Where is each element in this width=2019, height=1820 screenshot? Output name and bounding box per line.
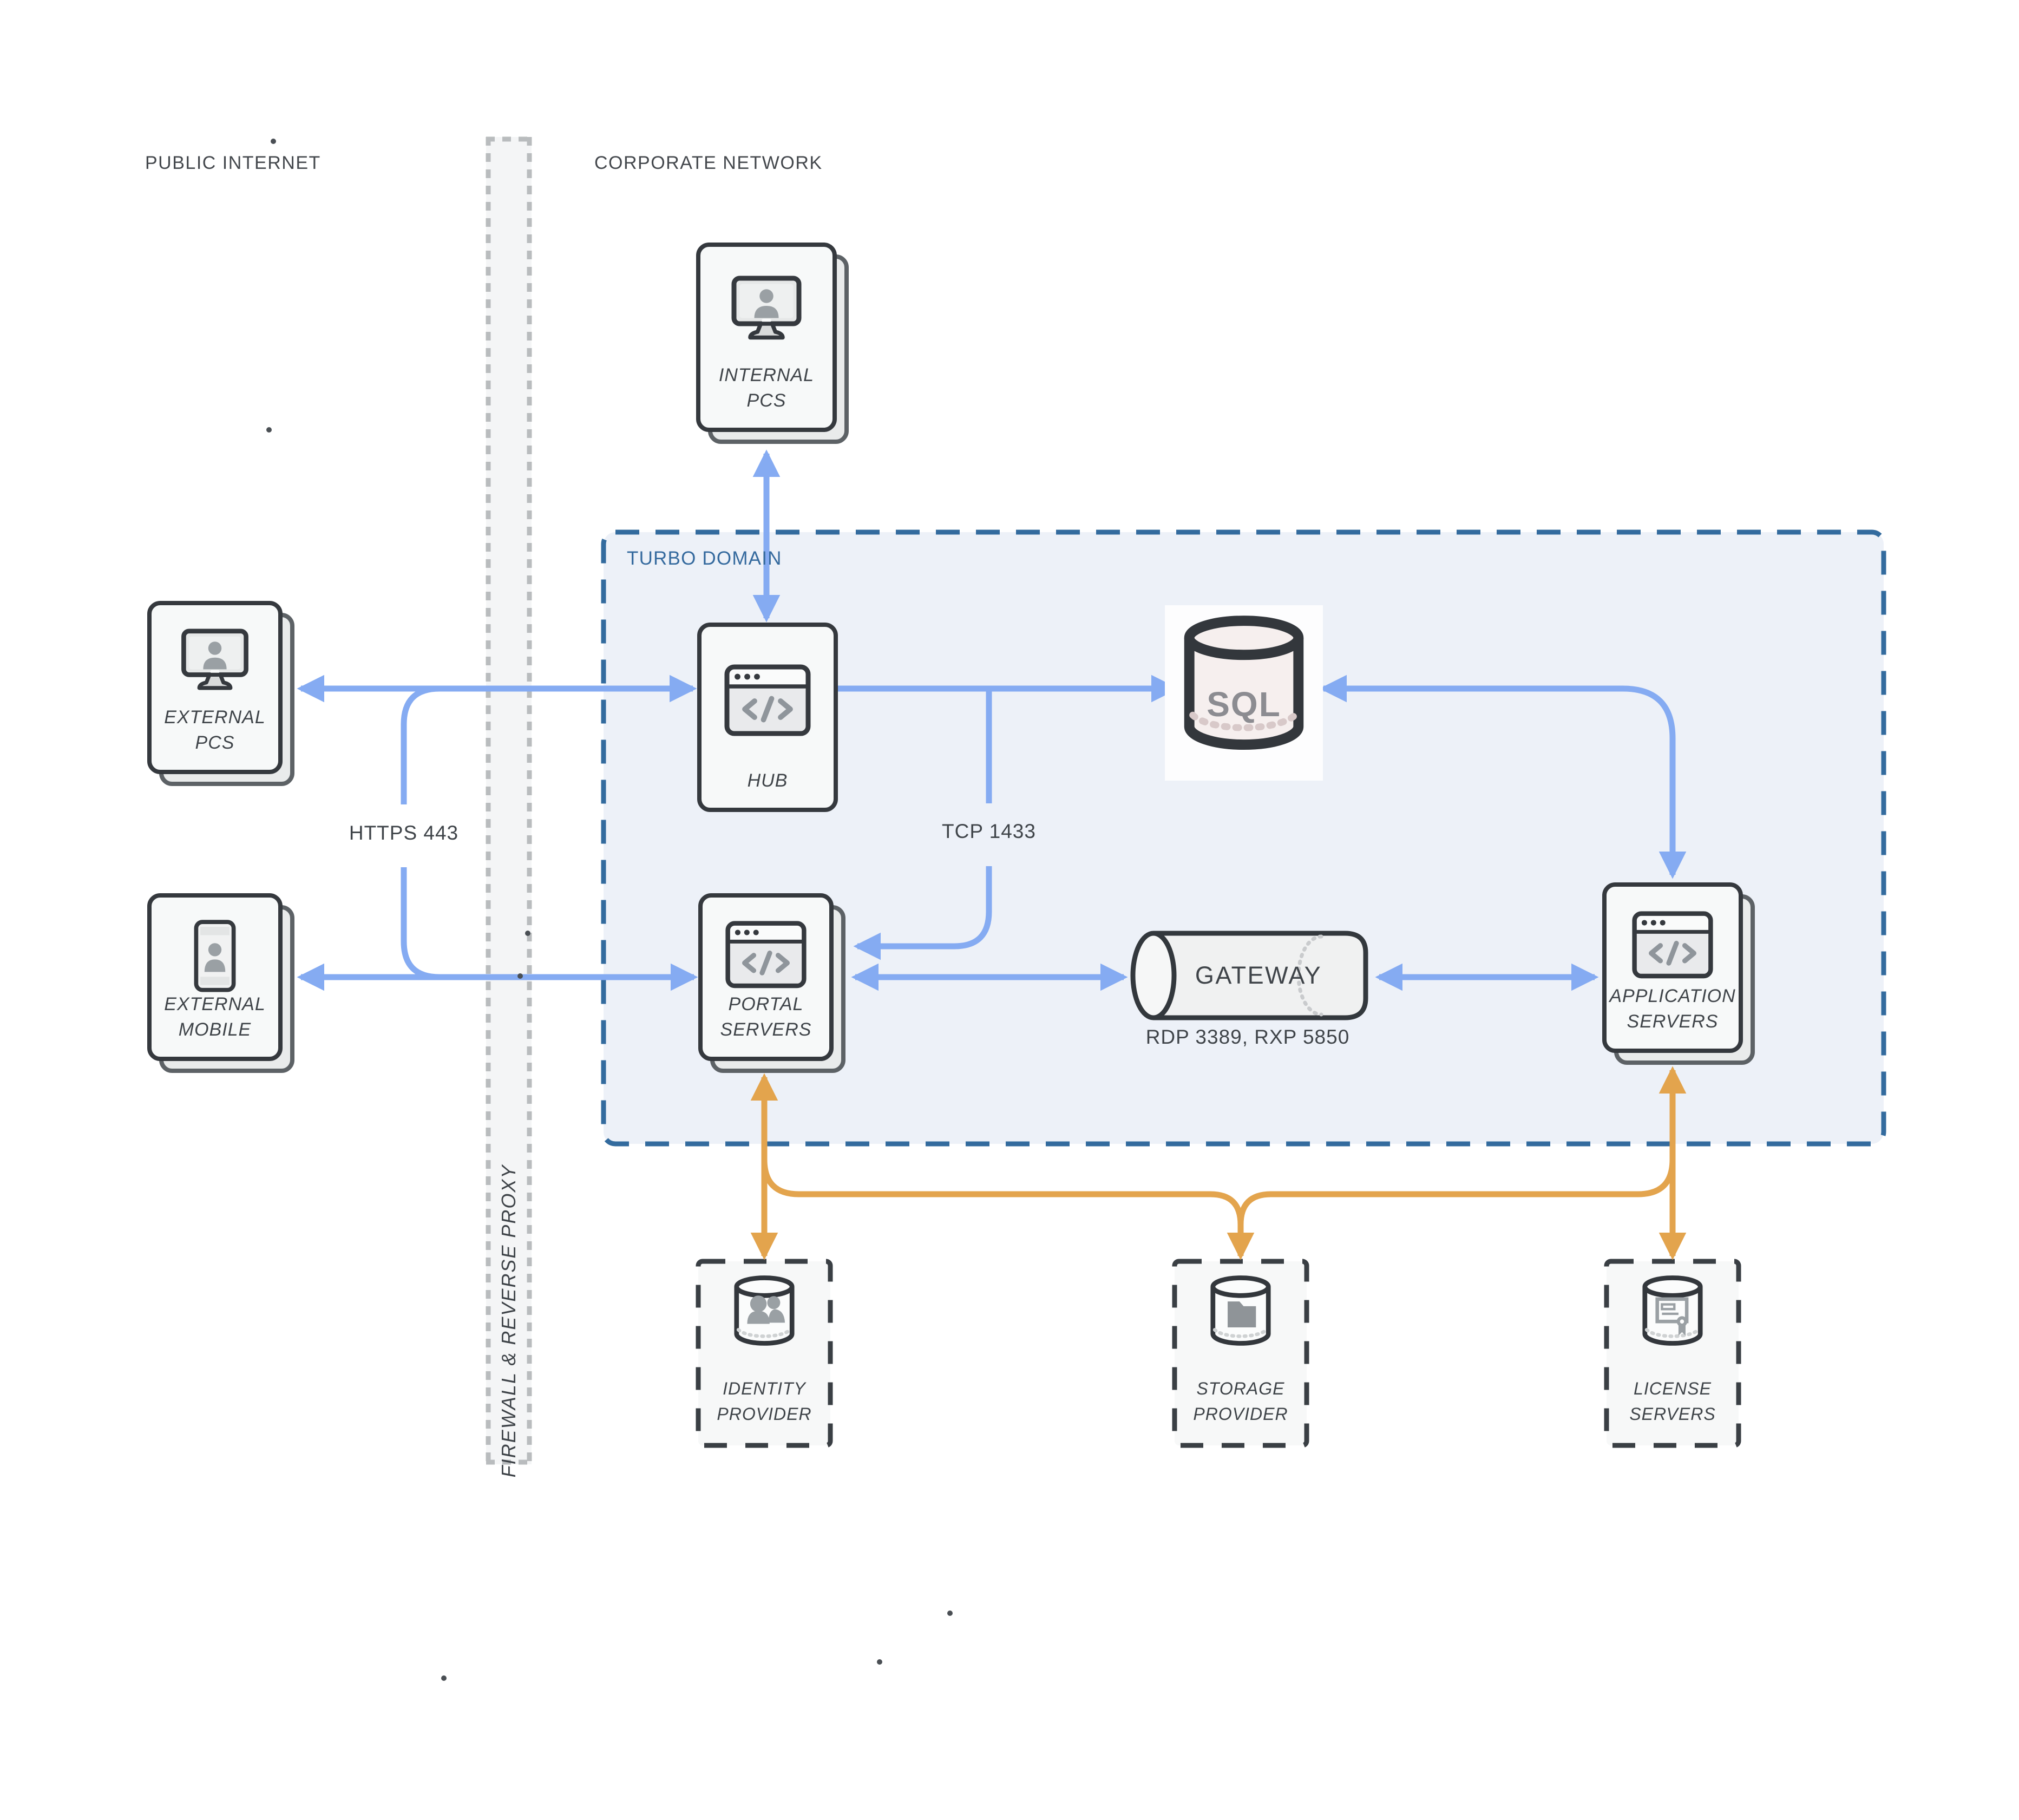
- node-label: HUB: [747, 770, 788, 791]
- monitor-user-icon: [726, 275, 807, 346]
- gateway-label: GATEWAY: [1195, 961, 1322, 989]
- edge-tcp-branch-bottom: [853, 866, 992, 960]
- zone-label-public-internet: PUBLIC INTERNET: [145, 153, 321, 173]
- edge-sql-app: [1319, 675, 1687, 879]
- firewall-bar: [486, 136, 532, 1465]
- node-gateway: GATEWAY: [1129, 927, 1378, 1024]
- sql-label: SQL: [1207, 685, 1281, 724]
- rdp-port-label: RDP 3389, RXP 5850: [1145, 1026, 1350, 1048]
- browser-code-icon: [725, 920, 807, 992]
- https-port-label: HTTPS 443: [349, 822, 459, 844]
- zone-label-corporate-network: CORPORATE NETWORK: [594, 153, 823, 173]
- identity-provider-box: [696, 1259, 833, 1448]
- license-database-icon: [1640, 1274, 1706, 1354]
- card: HUB: [697, 623, 838, 812]
- storage-database-icon: [1208, 1274, 1274, 1354]
- turbo-domain-label: TURBO DOMAIN: [627, 548, 782, 569]
- edge-https-connector-top: [401, 685, 440, 804]
- tcp-port-label: TCP 1433: [942, 820, 1036, 842]
- gateway-cylinder-icon: [1130, 931, 1368, 1020]
- monitor-user-icon: [176, 628, 254, 696]
- license-servers-box: [1604, 1259, 1741, 1448]
- edge-https-connector-bottom: [401, 867, 440, 980]
- browser-code-icon: [724, 664, 811, 739]
- edge-orange-bus-left: [761, 1159, 1244, 1225]
- edge-orange-bus-right: [1237, 1159, 1676, 1225]
- decorative-dots: [266, 139, 953, 1681]
- node-sql: SQL: [1165, 605, 1323, 781]
- phone-user-icon: [193, 919, 237, 996]
- database-icon: [1176, 613, 1312, 761]
- node-hub: HUB: [697, 623, 838, 812]
- firewall-label: FIREWALL & REVERSE PROXY: [497, 1164, 520, 1478]
- identity-database-icon: [731, 1274, 797, 1354]
- storage-provider-box: [1172, 1259, 1309, 1448]
- browser-code-icon: [1631, 911, 1714, 982]
